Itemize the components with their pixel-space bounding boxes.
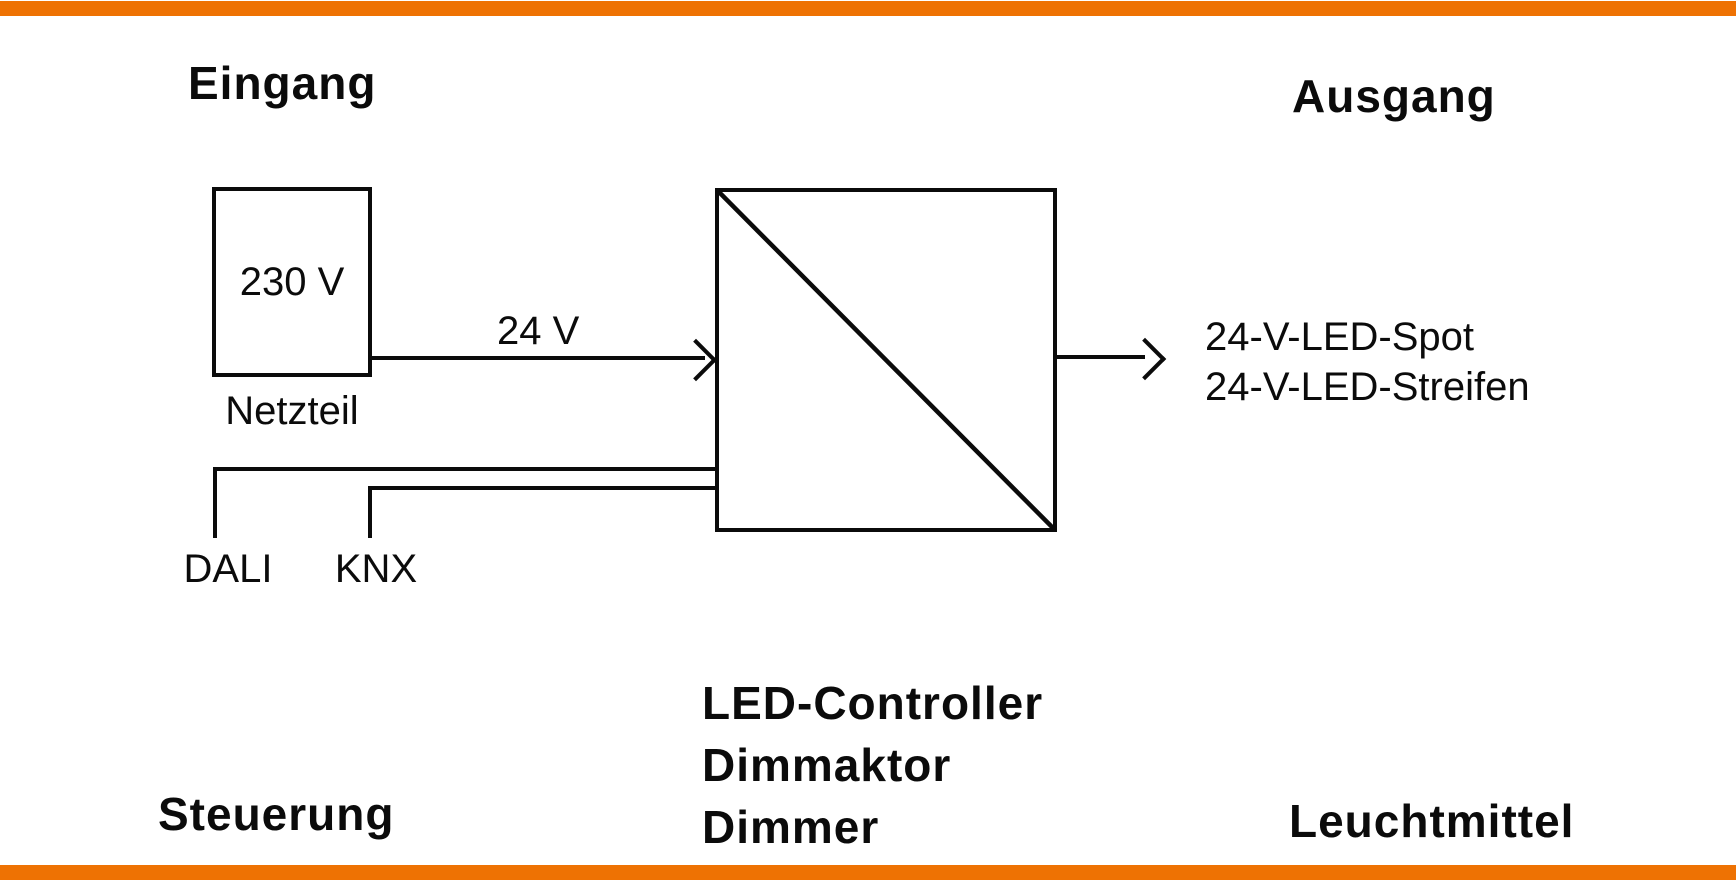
heading-eingang: Eingang <box>188 57 377 109</box>
dali-bus-label: DALI <box>183 547 273 591</box>
knx-bus-line-horizontal <box>368 486 715 490</box>
power-supply-box: 230 V <box>212 187 372 377</box>
top-accent-bar <box>0 1 1736 16</box>
controller-diagonal-line <box>719 192 1053 528</box>
controller-caption: LED-Controller Dimmaktor Dimmer <box>702 672 1043 858</box>
output-load-labels: 24-V-LED-Spot 24-V-LED-Streifen <box>1205 312 1530 412</box>
heading-ausgang: Ausgang <box>1292 70 1496 122</box>
dali-bus-line-horizontal <box>213 467 715 471</box>
bottom-accent-bar <box>0 865 1736 880</box>
input-24v-line <box>372 356 705 360</box>
output-line <box>1057 355 1145 359</box>
arrowhead-right-icon <box>1123 337 1167 381</box>
heading-steuerung: Steuerung <box>158 788 395 840</box>
dali-bus-line-vertical <box>213 467 217 538</box>
led-controller-box <box>715 188 1057 532</box>
input-24v-label: 24 V <box>497 309 580 353</box>
controller-caption-line-2: Dimmaktor <box>702 739 952 791</box>
knx-bus-label: KNX <box>334 547 418 591</box>
power-supply-voltage-label: 230 V <box>239 259 345 304</box>
output-load-line-2: 24-V-LED-Streifen <box>1205 365 1530 409</box>
heading-leuchtmittel: Leuchtmittel <box>1289 795 1575 847</box>
knx-bus-line-vertical <box>368 486 372 538</box>
controller-caption-line-3: Dimmer <box>702 801 880 853</box>
output-load-line-1: 24-V-LED-Spot <box>1205 315 1475 359</box>
arrowhead-right-icon <box>674 338 718 382</box>
power-supply-caption: Netzteil <box>225 389 359 433</box>
controller-caption-line-1: LED-Controller <box>702 677 1044 729</box>
